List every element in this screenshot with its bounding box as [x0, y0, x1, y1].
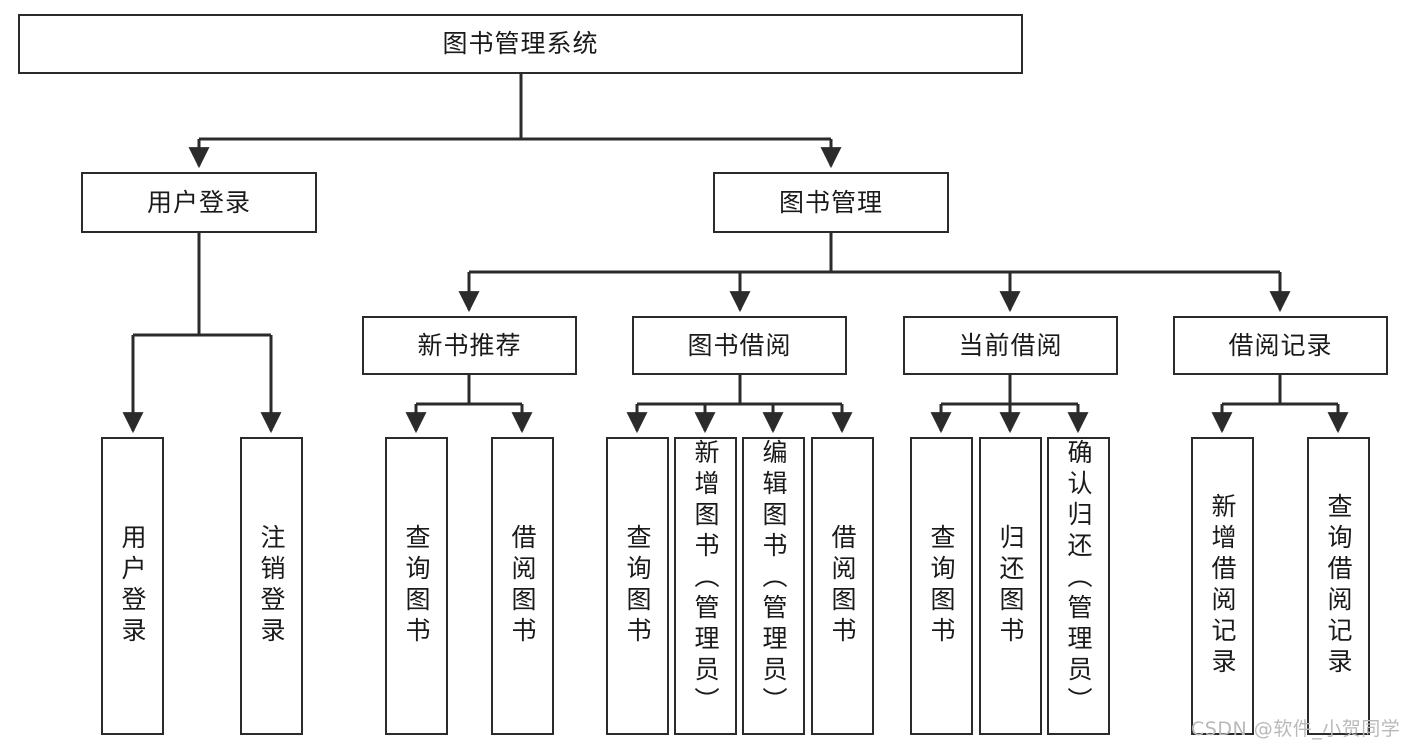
- leaf-edit-book-admin[interactable]: 编辑图书（管理员）: [742, 437, 805, 735]
- leaf-return-book-label: 归还图书: [996, 524, 1025, 648]
- leaf-edit-book-admin-label: 编辑图书（管理员）: [759, 439, 788, 718]
- node-root-label: 图书管理系统: [442, 29, 599, 58]
- leaf-query-borrow-record[interactable]: 查询借阅记录: [1307, 437, 1370, 735]
- node-book-borrow[interactable]: 图书借阅: [632, 316, 847, 375]
- node-borrow-record[interactable]: 借阅记录: [1173, 316, 1388, 375]
- leaf-query-book-3-label: 查询图书: [927, 524, 956, 648]
- node-user-login-label: 用户登录: [146, 187, 251, 217]
- node-new-book-recommend-label: 新书推荐: [417, 330, 522, 360]
- leaf-query-book-1[interactable]: 查询图书: [385, 437, 448, 735]
- node-current-borrow[interactable]: 当前借阅: [903, 316, 1118, 375]
- leaf-add-book-admin-label: 新增图书（管理员）: [691, 439, 720, 718]
- leaf-add-book-admin[interactable]: 新增图书（管理员）: [674, 437, 737, 735]
- node-book-manage[interactable]: 图书管理: [713, 172, 949, 233]
- leaf-query-book-1-label: 查询图书: [402, 524, 431, 648]
- leaf-user-login[interactable]: 用户登录: [101, 437, 164, 735]
- leaf-query-book-2[interactable]: 查询图书: [606, 437, 669, 735]
- leaf-borrow-book-1[interactable]: 借阅图书: [491, 437, 554, 735]
- leaf-logout-label: 注销登录: [257, 524, 286, 648]
- node-borrow-record-label: 借阅记录: [1228, 330, 1333, 360]
- node-root[interactable]: 图书管理系统: [18, 14, 1023, 74]
- leaf-return-book[interactable]: 归还图书: [979, 437, 1042, 735]
- leaf-add-borrow-record[interactable]: 新增借阅记录: [1191, 437, 1254, 735]
- node-current-borrow-label: 当前借阅: [958, 330, 1063, 360]
- leaf-user-login-label: 用户登录: [118, 524, 147, 648]
- leaf-add-borrow-record-label: 新增借阅记录: [1208, 493, 1237, 679]
- leaf-query-book-2-label: 查询图书: [623, 524, 652, 648]
- leaf-confirm-return-admin[interactable]: 确认归还（管理员）: [1047, 437, 1110, 735]
- leaf-borrow-book-2[interactable]: 借阅图书: [811, 437, 874, 735]
- node-user-login[interactable]: 用户登录: [81, 172, 317, 233]
- leaf-confirm-return-admin-label: 确认归还（管理员）: [1064, 439, 1093, 718]
- leaf-borrow-book-2-label: 借阅图书: [828, 524, 857, 648]
- node-book-manage-label: 图书管理: [778, 187, 883, 217]
- leaf-borrow-book-1-label: 借阅图书: [508, 524, 537, 648]
- leaf-query-book-3[interactable]: 查询图书: [910, 437, 973, 735]
- node-book-borrow-label: 图书借阅: [687, 330, 792, 360]
- node-new-book-recommend[interactable]: 新书推荐: [362, 316, 577, 375]
- leaf-query-borrow-record-label: 查询借阅记录: [1324, 493, 1353, 679]
- csdn-watermark: CSDN @软件_小贺同学: [1191, 718, 1401, 740]
- leaf-logout[interactable]: 注销登录: [240, 437, 303, 735]
